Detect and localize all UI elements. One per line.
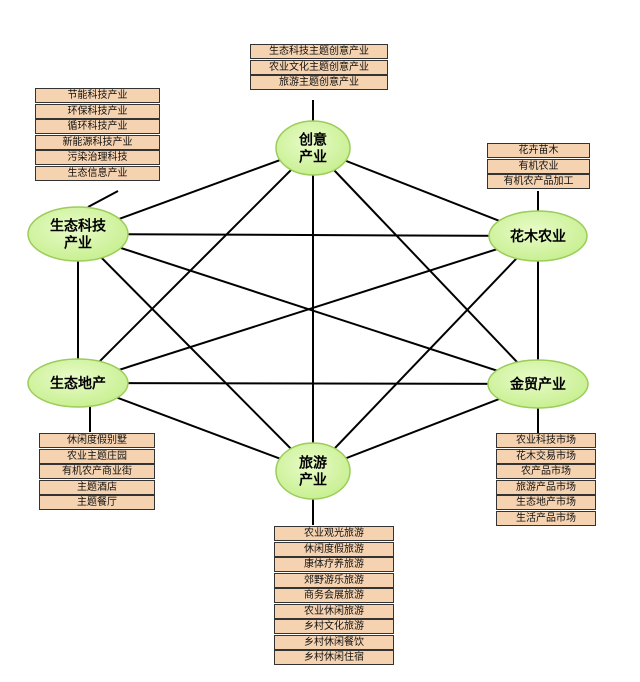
- node-label: 旅游: [299, 455, 327, 472]
- box-item: 生态信息产业: [35, 165, 160, 181]
- box-item: 旅游主题创意产业: [250, 75, 388, 90]
- box-item: 循环科技产业: [35, 119, 160, 134]
- node-label: 创意: [298, 132, 327, 149]
- box-item: 主题餐厅: [39, 495, 155, 510]
- box-item: 农业文化主题创意产业: [250, 59, 388, 75]
- node-label: 产业: [299, 472, 327, 489]
- node-ellipse: [27, 206, 129, 262]
- node-ellipse: [27, 358, 129, 408]
- node-label: 产业: [299, 149, 327, 166]
- node-ellipse: [275, 120, 351, 176]
- edge-shengtai_keji-lvyou: [77, 233, 314, 472]
- box-item: 有机农产商业街: [39, 464, 155, 479]
- box-item: 主题酒店: [39, 479, 155, 495]
- box-item: 乡村休闲餐饮: [274, 634, 394, 650]
- box-item: 农业科技市场: [496, 433, 596, 448]
- industry-nodes: 创意产业生态科技产业花木农业生态地产金贸产业旅游产业: [27, 120, 589, 500]
- box-item: 旅游产品市场: [496, 479, 596, 495]
- box-item: 休闲度假别墅: [39, 433, 155, 448]
- box-item: 乡村文化旅游: [274, 619, 394, 634]
- box-item: 农业主题庄园: [39, 448, 155, 464]
- node-label: 产业: [64, 235, 92, 252]
- edge-shengtai_keji-huamu: [77, 233, 539, 237]
- node-chuangyi: 创意产业: [275, 120, 351, 176]
- edge-chuangyi-jinmao: [312, 147, 539, 385]
- node-ellipse: [488, 210, 588, 262]
- node-label: 花木农业: [510, 228, 566, 245]
- box-item: 商务会展旅游: [274, 588, 394, 603]
- box-item: 生态科技主题创意产业: [250, 44, 388, 59]
- node-ellipse: [487, 359, 589, 409]
- box-item: 康体疗养旅游: [274, 557, 394, 572]
- node-label: 金贸产业: [509, 376, 566, 393]
- box-item: 休闲度假旅游: [274, 541, 394, 557]
- box-item: 有机农业: [487, 158, 590, 174]
- box-item: 农业休闲旅游: [274, 603, 394, 619]
- box-item: 环保科技产业: [35, 103, 160, 119]
- box-item: 郊野游乐旅游: [274, 572, 394, 588]
- edge-shengtai_dichan-jinmao: [77, 382, 539, 385]
- box-item: 花木交易市场: [496, 448, 596, 464]
- node-label: 生态科技: [50, 218, 107, 235]
- edge-chuangyi-shengtai_dichan: [77, 147, 314, 384]
- box-item: 花卉苗木: [487, 143, 590, 158]
- box-item: 节能科技产业: [35, 88, 160, 103]
- box-item: 乡村休闲住宿: [274, 650, 394, 665]
- box-item: 新能源科技产业: [35, 134, 160, 150]
- node-label: 生态地产: [50, 375, 106, 392]
- box-item: 农业观光旅游: [274, 526, 394, 541]
- edge-huamu-lvyou: [312, 235, 539, 472]
- box-item: 生活产品市场: [496, 510, 596, 526]
- box-item: 污染治理科技: [35, 150, 160, 165]
- node-shengtai-dichan: 生态地产: [27, 358, 129, 408]
- box-item: 农产品市场: [496, 464, 596, 479]
- box-connector-shengtai_keji: [87, 190, 119, 208]
- node-huamu: 花木农业: [488, 210, 588, 262]
- node-jinmao: 金贸产业: [487, 359, 589, 409]
- node-ellipse: [275, 442, 351, 500]
- edge-huamu-shengtai_dichan: [77, 235, 539, 384]
- box-item: 生态地产市场: [496, 495, 596, 510]
- box-item: 有机农产品加工: [487, 174, 590, 189]
